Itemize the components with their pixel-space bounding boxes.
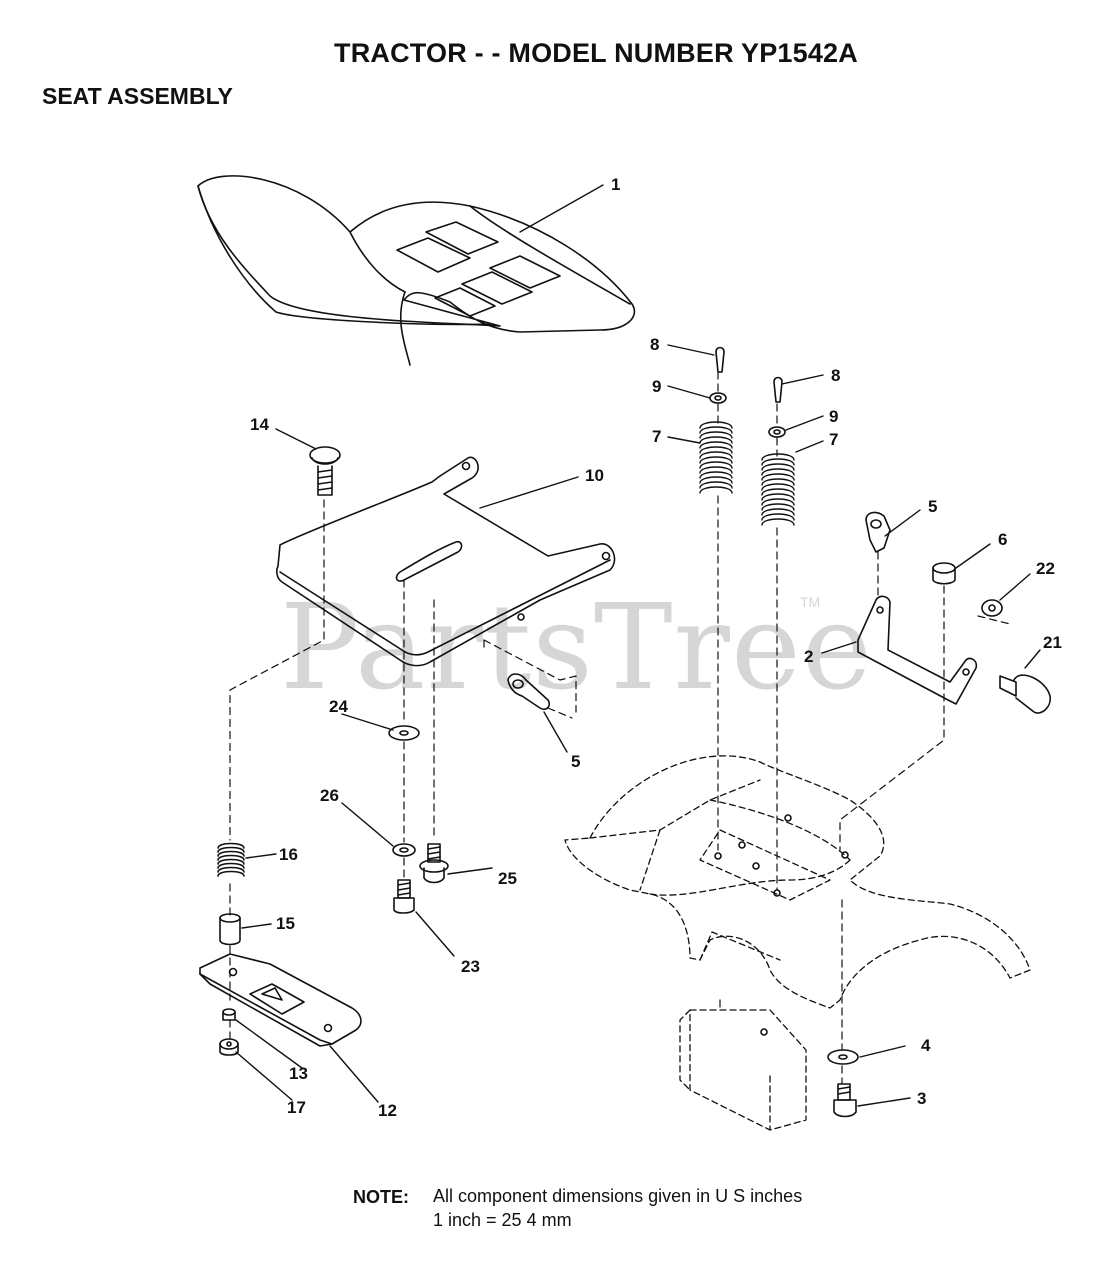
part-spacer — [219, 913, 241, 946]
callout-8-right: 8 — [831, 366, 840, 385]
part-washer-4 — [827, 1049, 859, 1065]
part-clip-left — [507, 673, 551, 711]
callout-15: 15 — [276, 914, 295, 933]
part-spring-right — [761, 453, 795, 526]
assembly-lines — [229, 371, 1011, 1085]
part-seat-bracket — [199, 953, 362, 1047]
part-nut-22 — [981, 599, 1003, 617]
callout-23: 23 — [461, 957, 480, 976]
callout-10: 10 — [585, 466, 604, 485]
note-label: NOTE: — [353, 1187, 409, 1207]
callout-5-right: 5 — [928, 497, 937, 516]
callout-24: 24 — [329, 697, 348, 716]
callout-25: 25 — [498, 869, 517, 888]
part-pin-left — [715, 346, 725, 373]
part-pin-right — [773, 376, 783, 403]
callout-8-left: 8 — [650, 335, 659, 354]
part-seat-adjust-bracket — [857, 595, 978, 705]
callout-numbers: 1 2 3 4 5 5 6 7 7 8 8 9 9 10 12 13 14 15… — [250, 175, 1062, 1120]
callout-9-right: 9 — [829, 407, 838, 426]
part-seat-pan — [276, 456, 616, 667]
callout-3: 3 — [917, 1089, 926, 1108]
part-clip-right — [865, 511, 891, 553]
callout-7-right: 7 — [829, 430, 838, 449]
part-washer-26 — [392, 843, 416, 857]
page-title: TRACTOR - - MODEL NUMBER YP1542A — [334, 38, 858, 68]
part-spring-small — [217, 842, 245, 877]
part-bolt-3 — [833, 1083, 857, 1118]
callout-16: 16 — [279, 845, 298, 864]
note-dimensions: All component dimensions given in U S in… — [433, 1186, 803, 1206]
callout-4: 4 — [921, 1036, 931, 1055]
callout-26: 26 — [320, 786, 339, 805]
part-spring-left — [699, 421, 733, 494]
callout-6: 6 — [998, 530, 1007, 549]
part-knob-21 — [999, 674, 1051, 714]
leader-lines — [235, 184, 1041, 1107]
tractor-frame-outline — [564, 755, 1031, 1131]
part-nut-6 — [932, 562, 956, 585]
part-bolt-25 — [419, 843, 449, 884]
callout-9-left: 9 — [652, 377, 661, 396]
note-conversion: 1 inch = 25 4 mm — [433, 1210, 572, 1230]
callout-14: 14 — [250, 415, 269, 434]
part-carriage-bolt — [309, 446, 341, 496]
part-nut-washer — [219, 1008, 239, 1056]
callout-21: 21 — [1043, 633, 1062, 652]
watermark-trademark: TM — [800, 594, 821, 610]
part-screw-23 — [393, 879, 415, 914]
callout-2: 2 — [804, 647, 813, 666]
callout-17: 17 — [287, 1098, 306, 1117]
section-title: SEAT ASSEMBLY — [42, 83, 233, 109]
callout-13: 13 — [289, 1064, 308, 1083]
callout-12: 12 — [378, 1101, 397, 1120]
callout-7-left: 7 — [652, 427, 661, 446]
callout-22: 22 — [1036, 559, 1055, 578]
part-seat — [197, 175, 636, 366]
callout-1: 1 — [611, 175, 620, 194]
part-washer-24 — [388, 725, 420, 741]
callout-5-left: 5 — [571, 752, 580, 771]
watermark: PartsTree — [280, 578, 873, 716]
